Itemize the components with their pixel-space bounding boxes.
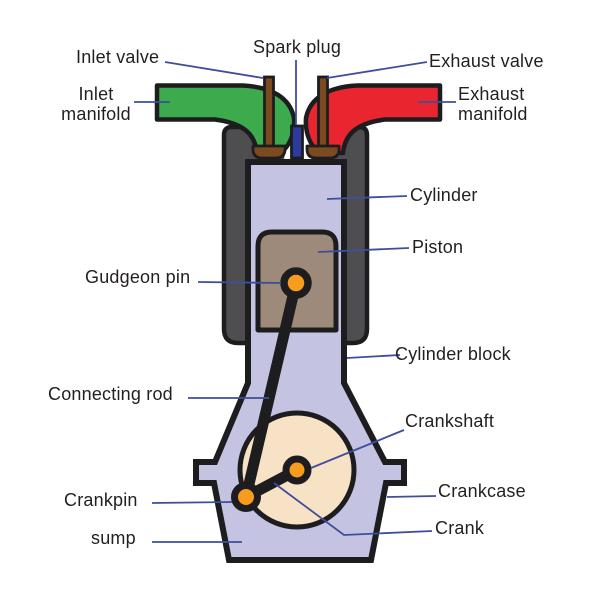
inlet-valve-shape (251, 75, 287, 160)
label-inlet-manifold-line1: Inlet (78, 84, 114, 104)
connecting-rod-shape (240, 277, 302, 503)
leader-piston (317, 247, 410, 253)
leader-cylinder-block (346, 354, 401, 359)
leader-gudgeon-pin (197, 281, 282, 284)
inlet-valve-stem (263, 75, 275, 151)
label-piston: Piston (412, 237, 464, 257)
leader-crankcase (386, 495, 437, 498)
leader-crank (273, 482, 433, 536)
leader-inlet-valve (164, 61, 264, 79)
label-crank: Crank (435, 518, 485, 538)
label-crankpin: Crankpin (64, 490, 138, 510)
exhaust-valve-shape (305, 75, 341, 160)
label-connecting-rod: Connecting rod (48, 384, 173, 404)
leader-crankpin (151, 501, 233, 504)
leader-exhaust-valve (326, 61, 428, 79)
leader-cylinder (326, 195, 408, 200)
spark-plug-shape (290, 124, 304, 160)
label-exhaust-manifold-line2: manifold (458, 104, 528, 124)
crankpin-shape (231, 482, 261, 512)
leader-crankshaft (310, 429, 405, 469)
label-inlet-valve: Inlet valve (76, 47, 160, 67)
exhaust-valve-head (305, 144, 341, 160)
crankshaft-shape (282, 455, 312, 485)
gudgeon-pin-shape (280, 267, 312, 299)
label-gudgeon-pin: Gudgeon pin (85, 267, 191, 287)
label-exhaust-valve: Exhaust valve (429, 51, 544, 71)
label-inlet-manifold-line2: manifold (61, 104, 131, 124)
label-cylinder: Cylinder (410, 185, 478, 205)
leader-lines (134, 60, 456, 543)
label-cylinder-block: Cylinder block (395, 344, 511, 364)
label-exhaust-manifold: Exhaust manifold (458, 84, 528, 124)
label-crankshaft: Crankshaft (405, 411, 495, 431)
label-spark-plug: Spark plug (253, 37, 342, 57)
label-inlet-manifold: Inlet manifold (56, 84, 136, 124)
label-crankcase: Crankcase (438, 481, 526, 501)
inlet-valve-head (251, 144, 287, 160)
label-sump: sump (91, 528, 136, 548)
exhaust-valve-stem (317, 75, 329, 151)
label-exhaust-manifold-line1: Exhaust (458, 84, 525, 104)
